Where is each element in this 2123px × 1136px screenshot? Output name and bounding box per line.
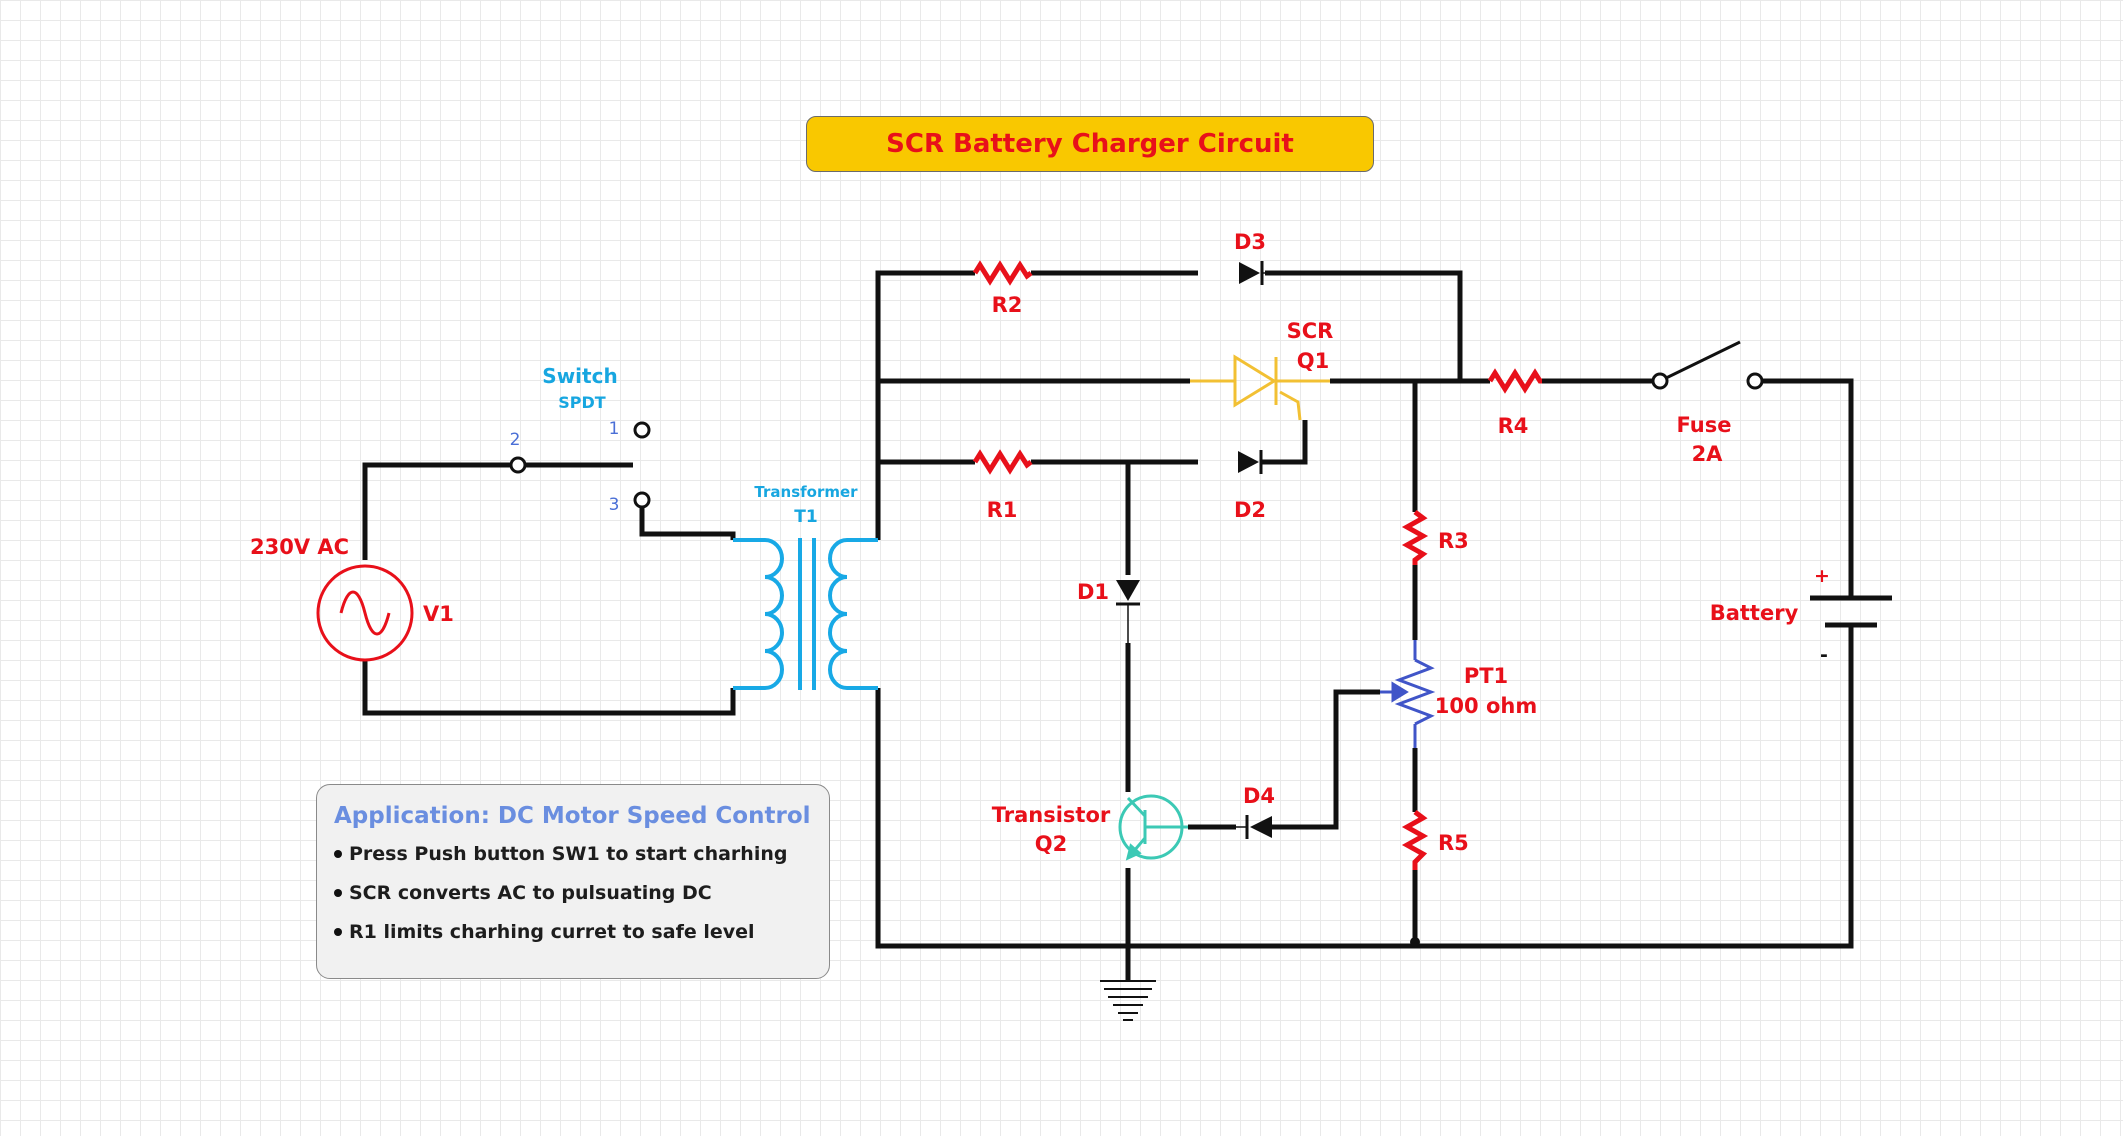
title-banner: SCR Battery Charger Circuit [806, 116, 1374, 172]
transistor-label: Transistor [992, 803, 1111, 827]
transformer-icon [733, 538, 878, 690]
wire-d2-gate [1262, 420, 1308, 465]
bullet-icon [334, 850, 342, 858]
list-item: Press Push button SW1 to start charhing [334, 843, 829, 865]
diode-icon [1239, 261, 1305, 285]
d2-label: D2 [1234, 498, 1266, 522]
transformer-title: Transformer [754, 483, 858, 501]
wire-switch-to-primary [639, 500, 736, 540]
fuse-switch-icon [1651, 340, 1764, 390]
r3-label: R3 [1438, 529, 1469, 553]
r4-label: R4 [1498, 414, 1529, 438]
battery-label: Battery [1710, 601, 1799, 625]
junction-dot [1410, 937, 1420, 947]
list-item: SCR converts AC to pulsuating DC [334, 882, 829, 904]
diode-icon [1236, 815, 1272, 839]
page-title: SCR Battery Charger Circuit [886, 129, 1294, 159]
transformer-name: T1 [794, 507, 817, 527]
wire-secondary-top [875, 270, 975, 540]
resistor-icon [972, 449, 1033, 475]
d4-label: D4 [1243, 784, 1275, 808]
switch-pin-1: 1 [609, 419, 620, 439]
wire-d3-out [1265, 270, 1463, 380]
wire-source-bottom [362, 660, 736, 716]
scr-name-label: Q1 [1297, 349, 1329, 373]
source-name-label: V1 [423, 602, 454, 626]
wire-fuse-battery [1755, 378, 1854, 596]
scr-thyristor-icon [1190, 354, 1330, 421]
d1-label: D1 [1077, 580, 1109, 604]
wires [362, 270, 1854, 980]
application-title: Application: DC Motor Speed Control [334, 803, 811, 829]
potentiometer-icon [1380, 640, 1436, 748]
diode-icon [1116, 580, 1140, 643]
wire-source-top [362, 462, 518, 560]
battery-icon [1810, 595, 1892, 628]
transistor-name: Q2 [1035, 832, 1067, 856]
diode-icon [1238, 450, 1263, 474]
spdt-switch-icon [509, 421, 651, 509]
battery-plus: + [1814, 565, 1830, 587]
bullet-icon [334, 889, 342, 897]
r1-label: R1 [987, 498, 1018, 522]
pt1-value-label: 100 ohm [1435, 694, 1537, 718]
list-item-text: R1 limits charhing curret to safe level [349, 921, 755, 943]
wire-ground-return [875, 627, 1854, 949]
switch-pin-2: 2 [510, 430, 521, 450]
switch-title: Switch [542, 364, 617, 388]
battery-minus: - [1820, 644, 1828, 666]
resistor-icon [1401, 510, 1429, 565]
r2-label: R2 [992, 293, 1023, 317]
list-item-text: Press Push button SW1 to start charhing [349, 843, 788, 865]
resistor-icon [972, 260, 1033, 286]
list-item-text: SCR converts AC to pulsuating DC [349, 882, 712, 904]
r5-label: R5 [1438, 831, 1469, 855]
list-item: R1 limits charhing curret to safe level [334, 921, 829, 943]
source-voltage-label: 230V AC [250, 535, 349, 559]
switch-type: SPDT [558, 393, 606, 412]
fuse-rating: 2A [1692, 442, 1724, 466]
pt1-name-label: PT1 [1464, 664, 1508, 688]
ac-source-icon [316, 564, 414, 662]
wire-wiper-d4 [1270, 689, 1380, 830]
resistor-icon [1401, 810, 1429, 870]
resistor-icon [1487, 368, 1543, 394]
d3-label: D3 [1234, 230, 1266, 254]
npn-transistor-icon [1118, 794, 1188, 861]
application-list: Press Push button SW1 to start charhing … [334, 843, 829, 943]
fuse-label: Fuse [1677, 413, 1732, 437]
scr-type-label: SCR [1287, 319, 1334, 343]
bullet-icon [334, 928, 342, 936]
application-note: Application: DC Motor Speed Control Pres… [316, 784, 830, 979]
ground-icon [1100, 980, 1156, 1021]
switch-pin-3: 3 [609, 495, 620, 515]
